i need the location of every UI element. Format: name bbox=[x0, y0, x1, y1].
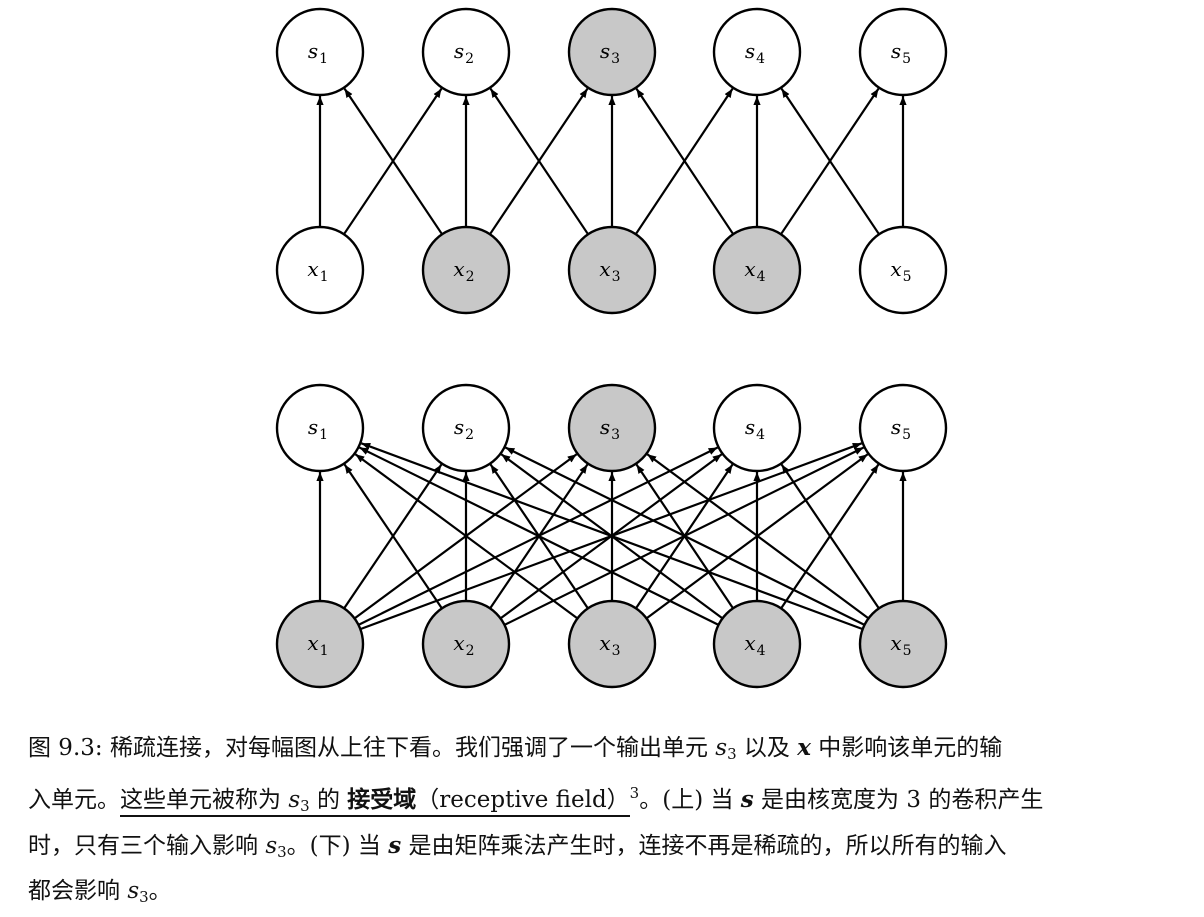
top-edges bbox=[316, 87, 907, 235]
top-input-node-circle bbox=[712, 225, 802, 315]
math-subscript: 3 bbox=[277, 843, 287, 861]
caption-line-2: 入单元。这些单元被称为 s3 的 接受域（receptive field）3。(… bbox=[28, 774, 1188, 826]
bottom-input-node-circle bbox=[858, 599, 948, 689]
math-subscript: 3 bbox=[727, 745, 737, 763]
caption-text: 的 bbox=[309, 787, 348, 813]
bottom-output-node-circle bbox=[421, 383, 511, 473]
math-vector: x bbox=[797, 734, 811, 761]
caption-text: 。(下) 当 bbox=[286, 833, 389, 859]
top-output-node-s5: s5 bbox=[858, 7, 948, 97]
top-input-node-circle bbox=[421, 225, 511, 315]
top-output-node-circle bbox=[712, 7, 802, 97]
top-input-node-x4: x4 bbox=[712, 225, 802, 315]
bottom-output-node-s2: s2 bbox=[421, 383, 511, 473]
caption-text: 是由矩阵乘法产生时，连接不再是稀疏的，所以所有的输入 bbox=[401, 833, 1007, 859]
caption-text: 中影响该单元的输 bbox=[810, 735, 1003, 761]
bottom-output-node-s4: s4 bbox=[712, 383, 802, 473]
bottom-diagram-dense: s1 s2 s3 s4 s5 x1 x2 x3 x4 x5 bbox=[275, 383, 948, 689]
bottom-input-node-x1: x1 bbox=[275, 599, 365, 689]
caption-line-1: 图 9.3: 稀疏连接，对每幅图从上往下看。我们强调了一个输出单元 s3 以及 … bbox=[28, 728, 1188, 774]
bottom-input-node-circle bbox=[567, 599, 657, 689]
figure-caption: 图 9.3: 稀疏连接，对每幅图从上往下看。我们强调了一个输出单元 s3 以及 … bbox=[28, 728, 1188, 917]
top-diagram-sparse: s1 s2 s3 s4 s5 x1 x2 x3 x4 x5 bbox=[275, 7, 948, 315]
math-subscript: 3 bbox=[139, 888, 149, 906]
top-edge-x5-s4 bbox=[780, 87, 881, 235]
bottom-edge-x5-s1 bbox=[360, 442, 864, 631]
footnote-marker[interactable]: 3 bbox=[629, 784, 640, 802]
caption-text: 这些单元被称为 bbox=[120, 787, 289, 813]
top-nodes: s1 s2 s3 s4 s5 x1 x2 x3 x4 x5 bbox=[275, 7, 948, 315]
caption-text: 入单元。 bbox=[28, 787, 120, 813]
top-input-node-circle bbox=[275, 225, 365, 315]
bottom-output-node-circle bbox=[858, 383, 948, 473]
bottom-nodes: s1 s2 s3 s4 s5 x1 x2 x3 x4 x5 bbox=[275, 383, 948, 689]
top-output-node-circle bbox=[421, 7, 511, 97]
top-edge-x4-s3 bbox=[635, 87, 735, 235]
bottom-output-node-circle bbox=[712, 383, 802, 473]
top-edge-x3-s2 bbox=[489, 87, 590, 235]
caption-text: 都会影响 bbox=[28, 878, 128, 904]
bottom-edge-x4-s1 bbox=[358, 446, 719, 626]
math-vector: s bbox=[388, 832, 402, 859]
top-output-node-circle bbox=[275, 7, 365, 97]
caption-text: 是由核宽度为 3 的卷积产生 bbox=[753, 787, 1044, 813]
top-input-node-x1: x1 bbox=[275, 225, 365, 315]
bottom-input-node-x5: x5 bbox=[858, 599, 948, 689]
underlined-definition: 这些单元被称为 s3 的 接受域（receptive field） bbox=[120, 786, 630, 817]
top-input-node-circle bbox=[858, 225, 948, 315]
math-symbol: s bbox=[127, 878, 140, 904]
top-output-node-s1: s1 bbox=[275, 7, 365, 97]
bottom-input-node-x2: x2 bbox=[421, 599, 511, 689]
bottom-input-node-circle bbox=[712, 599, 802, 689]
caption-text: （receptive field） bbox=[416, 787, 630, 813]
top-input-node-circle bbox=[567, 225, 657, 315]
term-receptive-field: 接受域 bbox=[347, 786, 417, 813]
sparse-connectivity-diagram: s1 s2 s3 s4 s5 x1 x2 x3 x4 x5 s1 s2 s3 s4 s5 x1 x2 x3 x4 x… bbox=[275, 7, 948, 689]
caption-text: 。(上) 当 bbox=[639, 787, 741, 813]
caption-text: 。 bbox=[148, 878, 172, 904]
math-symbol: s bbox=[715, 735, 728, 761]
top-output-node-s4: s4 bbox=[712, 7, 802, 97]
bottom-input-node-x4: x4 bbox=[712, 599, 802, 689]
bottom-edge-x2-s1 bbox=[343, 463, 443, 610]
bottom-input-node-circle bbox=[421, 599, 511, 689]
bottom-output-node-circle bbox=[275, 383, 365, 473]
bottom-edge-x5-s4 bbox=[780, 463, 880, 610]
bottom-edge-x5-s3 bbox=[646, 453, 870, 620]
bottom-output-node-s1: s1 bbox=[275, 383, 365, 473]
caption-line-4: 都会影响 s3。 bbox=[28, 872, 1188, 917]
bottom-edge-x5-s2 bbox=[504, 446, 865, 626]
top-input-node-x2: x2 bbox=[421, 225, 511, 315]
caption-text: 图 9.3: 稀疏连接，对每幅图从上往下看。我们强调了一个输出单元 bbox=[28, 735, 716, 761]
bottom-output-node-s3: s3 bbox=[567, 383, 657, 473]
bottom-input-node-circle bbox=[275, 599, 365, 689]
top-edge-x2-s1 bbox=[343, 87, 444, 235]
caption-text: 以及 bbox=[736, 735, 798, 761]
top-output-node-circle bbox=[858, 7, 948, 97]
top-input-node-x3: x3 bbox=[567, 225, 657, 315]
bottom-input-node-x3: x3 bbox=[567, 599, 657, 689]
caption-line-3: 时，只有三个输入影响 s3。(下) 当 s 是由矩阵乘法产生时，连接不再是稀疏的… bbox=[28, 826, 1188, 872]
top-output-node-s3: s3 bbox=[567, 7, 657, 97]
bottom-output-node-circle bbox=[567, 383, 657, 473]
bottom-edge-x3-s1 bbox=[354, 453, 579, 620]
top-input-node-x5: x5 bbox=[858, 225, 948, 315]
math-subscript: 3 bbox=[300, 797, 310, 815]
math-symbol: s bbox=[288, 787, 301, 813]
bottom-output-node-s5: s5 bbox=[858, 383, 948, 473]
bottom-edges bbox=[316, 442, 907, 631]
math-vector: s bbox=[740, 786, 754, 813]
top-output-node-s2: s2 bbox=[421, 7, 511, 97]
top-output-node-circle bbox=[567, 7, 657, 97]
math-symbol: s bbox=[265, 833, 278, 859]
caption-text: 时，只有三个输入影响 bbox=[28, 833, 266, 859]
